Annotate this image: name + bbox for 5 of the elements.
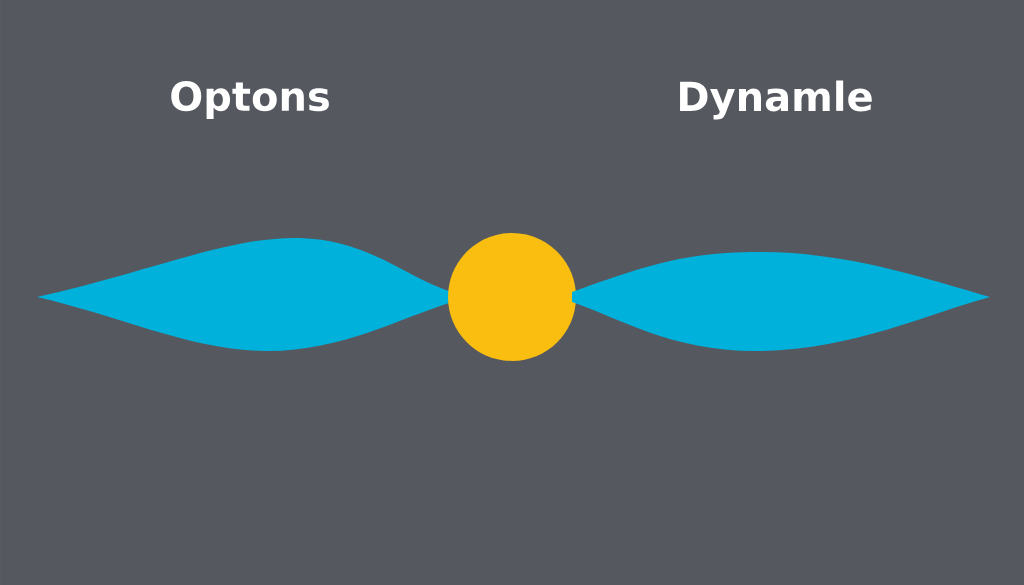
lens-shape bbox=[572, 252, 990, 351]
label: Optons bbox=[171, 81, 329, 119]
lens-shape bbox=[37, 238, 452, 351]
circle bbox=[448, 233, 576, 361]
label: Dynamle bbox=[680, 80, 872, 120]
